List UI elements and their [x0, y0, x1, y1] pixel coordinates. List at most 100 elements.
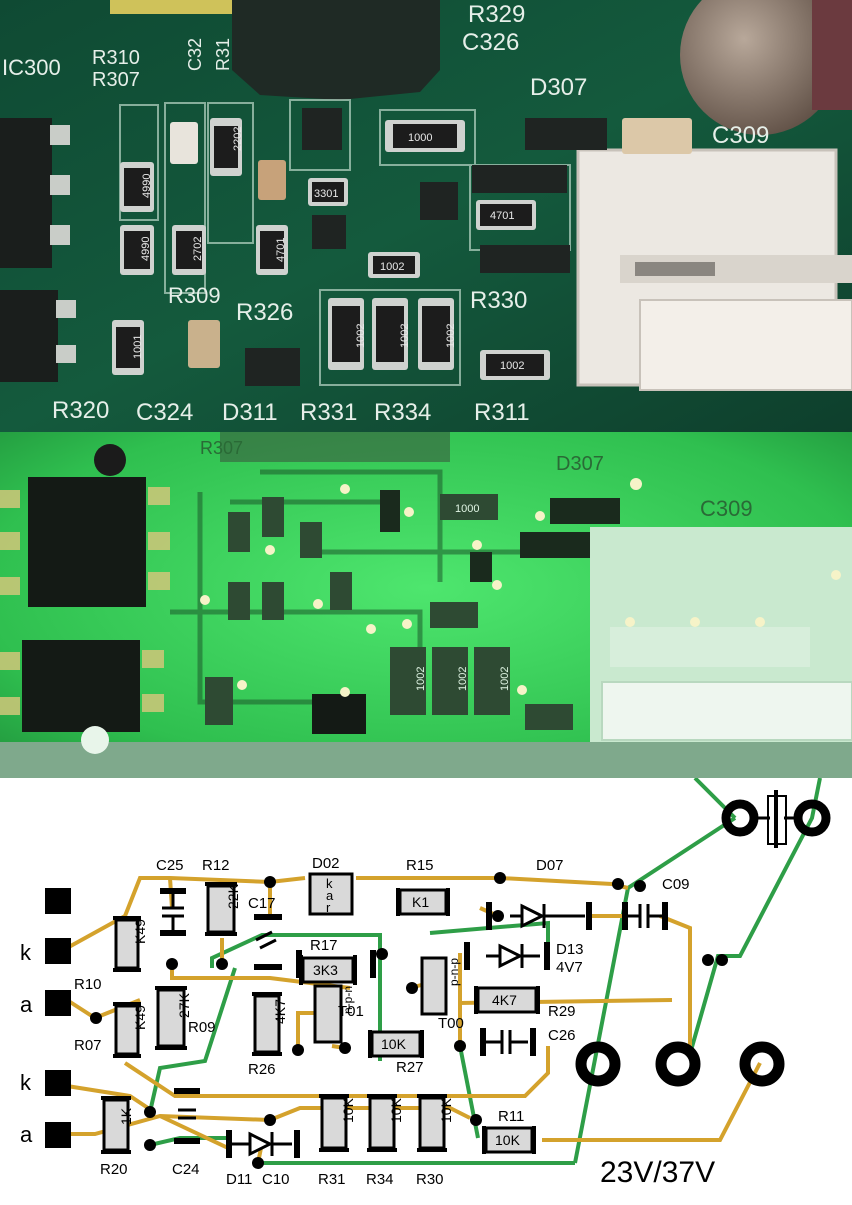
code-1002-d: 1002: [500, 360, 524, 372]
code-4990-a: 4990: [141, 174, 153, 198]
value-10k-e: 10K: [495, 1132, 521, 1148]
label-d11: D11: [226, 1171, 252, 1188]
value-10k-c: 10K: [388, 1097, 404, 1123]
capacitors: [162, 894, 662, 1120]
d02-pin-a: a: [326, 888, 334, 903]
pad-letters: k a k a: [20, 940, 33, 1147]
label-t01: T01: [338, 1003, 364, 1020]
code-1002: 1002: [380, 261, 404, 273]
code-b-1002-c: 1002: [499, 667, 511, 691]
label-c17: C17: [248, 895, 276, 912]
label-r307-b: R307: [200, 438, 243, 458]
left-pads: [45, 888, 71, 1148]
value-k49-b: K49: [132, 1005, 148, 1030]
label-r12: R12: [202, 857, 230, 874]
pcb-photo-bottom: R307 C309 D307 1000 1002 1002 1002: [0, 432, 852, 778]
pcb-photo-bottom-drawing: R307 C309 D307 1000 1002 1002 1002: [0, 432, 852, 778]
value-27k: 27K: [176, 992, 192, 1018]
label-r26: R26: [248, 1061, 276, 1078]
value-10k-d: 10K: [438, 1097, 454, 1123]
code-b-1002-b: 1002: [457, 667, 469, 691]
code-2702: 2702: [192, 237, 204, 261]
code-b-1002-a: 1002: [415, 667, 427, 691]
component-values: K49 K49 22K 27K 3K3 4K7 n-p-n 10K K1 p-n…: [118, 883, 521, 1148]
label-c24: C24: [172, 1161, 200, 1178]
label-d311: D311: [222, 399, 278, 426]
label-r34: R34: [366, 1171, 394, 1188]
label-d07: D07: [536, 857, 564, 874]
diodes: [232, 903, 585, 1157]
label-c26: C26: [548, 1027, 576, 1044]
d02-pin-k: k: [326, 876, 333, 891]
code-1001: 1001: [132, 335, 144, 359]
label-r27: R27: [396, 1059, 424, 1076]
label-r307: R307: [92, 69, 140, 91]
label-r15: R15: [406, 857, 434, 874]
component-terminals: [160, 888, 668, 1158]
value-k1: K1: [412, 894, 429, 910]
label-r20: R20: [100, 1161, 128, 1178]
label-c09: C09: [662, 876, 690, 893]
label-c32x: C32: [185, 38, 205, 71]
d02-pins: k a r: [326, 876, 334, 915]
label-t00: T00: [438, 1015, 464, 1032]
green-tracks: [148, 776, 822, 1165]
label-c326: C326: [462, 29, 519, 56]
pcb-bottom-labels: R307 C309 D307: [200, 438, 753, 521]
d02-pin-r: r: [326, 900, 331, 915]
resistors: [102, 872, 538, 1154]
pad-a-2: a: [20, 1122, 33, 1147]
label-d307-b: D307: [556, 453, 604, 475]
label-r17: R17: [310, 937, 338, 954]
label-r331: R331: [300, 399, 357, 426]
code-4701: 4701: [275, 238, 287, 262]
label-d307: D307: [530, 74, 587, 101]
label-r311: R311: [474, 399, 530, 426]
label-r29: R29: [548, 1003, 576, 1020]
pcb-photo-top: IC300 R310 R307 C32 R31 R329 C326 D307 C…: [0, 0, 852, 432]
label-c324: C324: [136, 399, 193, 426]
code-1002-c: 1002: [445, 324, 457, 348]
junction-dots: [90, 872, 728, 1169]
label-r320: R320: [52, 397, 109, 424]
label-c309: C309: [712, 122, 769, 149]
label-r07: R07: [74, 1037, 102, 1054]
label-r31x: R31: [213, 38, 233, 71]
pad-a-1: a: [20, 992, 33, 1017]
pcb-layout-diagram: k a k a R10 R07 C25 R12 C17 R09 D02 R17 …: [0, 776, 852, 1200]
label-c10: C10: [262, 1171, 290, 1188]
code-b-1000: 1000: [455, 503, 479, 515]
resistor-terminals: [101, 882, 540, 1154]
label-d02: D02: [312, 855, 340, 872]
value-4k7-b: 4K7: [492, 992, 517, 1008]
label-ic300: IC300: [2, 55, 61, 80]
pad-k-1: k: [20, 940, 32, 965]
pcb-top-labels: IC300 R310 R307 C32 R31 R329 C326 D307 C…: [2, 1, 769, 426]
value-npn: n-p-n: [341, 986, 355, 1014]
label-r09: R09: [188, 1019, 216, 1036]
ring-pads: [575, 790, 831, 1087]
value-k49-a: K49: [132, 919, 148, 944]
label-r326: R326: [236, 299, 293, 326]
label-c309-b: C309: [700, 496, 753, 521]
code-2202: 2202: [232, 127, 244, 151]
code-1000: 1000: [408, 132, 432, 144]
pcb-top-smd-parts: [112, 108, 692, 386]
value-4k7-a: 4K7: [272, 999, 288, 1024]
value-pnp: p-n-p: [447, 958, 461, 986]
label-c25: C25: [156, 857, 184, 874]
code-3301: 3301: [314, 188, 338, 200]
label-r10: R10: [74, 976, 102, 993]
code-1002-b: 1002: [399, 324, 411, 348]
label-r30: R30: [416, 1171, 444, 1188]
value-10k-a: 10K: [381, 1036, 407, 1052]
pad-k-2: k: [20, 1070, 32, 1095]
component-labels: R10 R07 C25 R12 C17 R09 D02 R17 R26 T01 …: [74, 855, 690, 1188]
code-4701-b: 4701: [490, 210, 514, 222]
value-1k: 1K: [118, 1107, 134, 1125]
value-3k3: 3K3: [313, 962, 338, 978]
label-r334: R334: [374, 399, 431, 426]
label-r309: R309: [168, 283, 221, 308]
pcb-photo-top-drawing: IC300 R310 R307 C32 R31 R329 C326 D307 C…: [0, 0, 852, 432]
